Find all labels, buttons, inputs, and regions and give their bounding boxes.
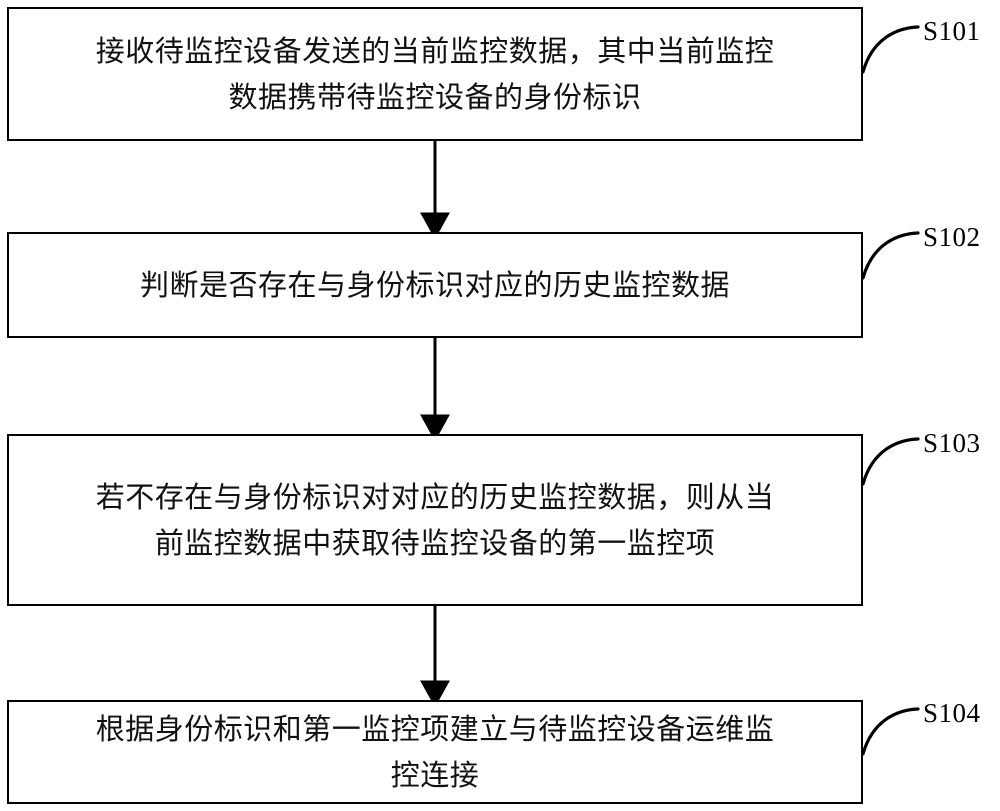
flow-step-box-s103: 若不存在与身份标识对对应的历史监控数据，则从当 前监控数据中获取待监控设备的第一… (7, 434, 863, 606)
flow-step-text-s102: 判断是否存在与身份标识对应的历史监控数据 (139, 268, 730, 302)
flow-step-text-s101: 接收待监控设备发送的当前监控数据，其中当前监控 数据携带待监控设备的身份标识 (95, 34, 775, 114)
leader-curve-s102 (861, 231, 920, 280)
flow-step-box-s101: 接收待监控设备发送的当前监控数据，其中当前监控 数据携带待监控设备的身份标识 (7, 7, 863, 141)
step-reference-label-s103: S103 (923, 428, 981, 458)
flow-step-box-s102: 判断是否存在与身份标识对应的历史监控数据 (7, 232, 863, 338)
step-reference-label-s101: S101 (923, 16, 981, 46)
leader-curve-s104 (861, 707, 920, 756)
step-reference-label-s104: S104 (923, 698, 981, 728)
flow-step-text-s103: 若不存在与身份标识对对应的历史监控数据，则从当 前监控数据中获取待监控设备的第一… (95, 480, 775, 560)
flow-step-box-s104: 根据身份标识和第一监控项建立与待监控设备运维监 控连接 (7, 700, 863, 804)
leader-curve-s103 (861, 437, 920, 486)
step-reference-label-s102: S102 (923, 222, 981, 252)
flow-step-text-s104: 根据身份标识和第一监控项建立与待监控设备运维监 控连接 (95, 712, 775, 792)
leader-curve-s101 (861, 25, 920, 74)
